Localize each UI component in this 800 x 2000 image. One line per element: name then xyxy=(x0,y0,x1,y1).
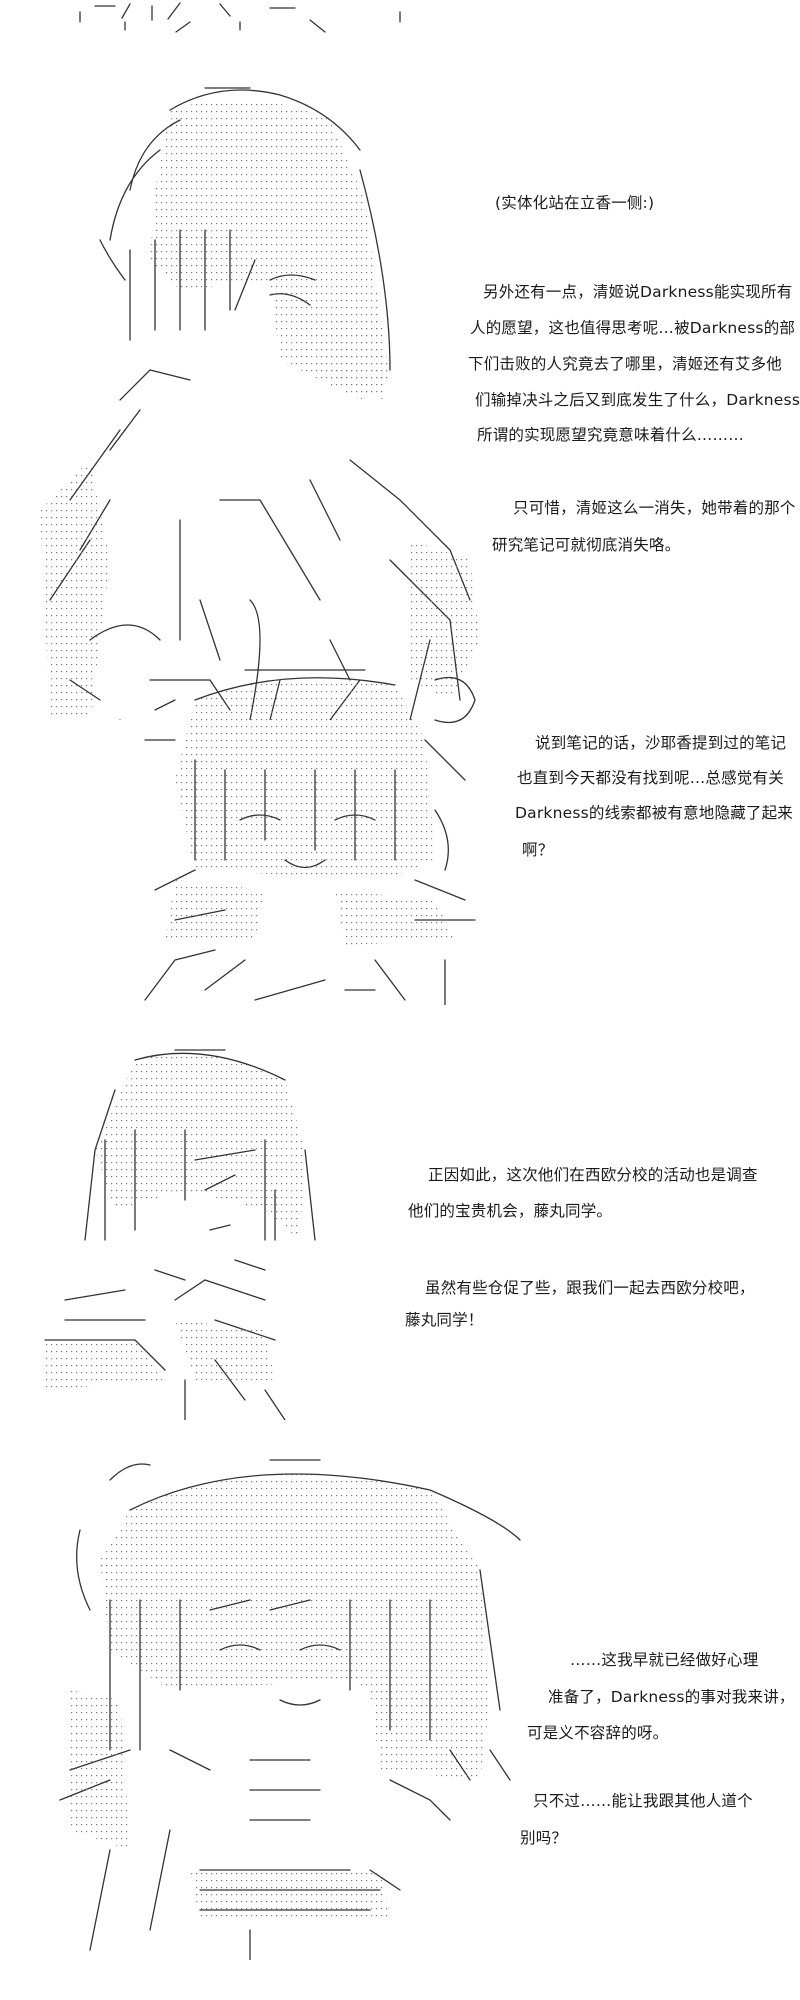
panel-2: 说到笔记的话，沙耶香提到过的笔记 也直到今天都没有找到呢…总感觉有关 Darkn… xyxy=(0,640,800,1020)
dialogue-line: 虽然有些仓促了些，跟我们一起去西欧分校吧， xyxy=(425,1279,755,1297)
dialogue-line: 他们的宝贵机会，藤丸同学。 xyxy=(408,1202,613,1220)
dialogue-line: 只不过……能让我跟其他人道个 xyxy=(533,1792,753,1810)
dialogue-line: 说到笔记的话，沙耶香提到过的笔记 xyxy=(535,734,787,752)
dialogue-line: 们输掉决斗之后又到底发生了什么，Darkness xyxy=(475,391,800,409)
panel-4: ……这我早就已经做好心理 准备了，Darkness的事对我来讲， 可是义不容辞的… xyxy=(0,1440,800,2000)
dialogue-line: 藤丸同学！ xyxy=(405,1311,484,1329)
dialogue-line: 正因如此，这次他们在西欧分校的活动也是调查 xyxy=(428,1166,758,1184)
dialogue-line: 可是义不容辞的呀。 xyxy=(527,1724,669,1742)
dialogue-line: 别吗？ xyxy=(520,1829,568,1847)
ascii-art-girl-fujimaru xyxy=(50,1450,560,1960)
dialogue-line: ……这我早就已经做好心理 xyxy=(570,1651,759,1669)
panel-3: 正因如此，这次他们在西欧分校的活动也是调查 他们的宝贵机会，藤丸同学。 虽然有些… xyxy=(0,1030,800,1430)
dialogue-line: 下们击败的人究竟去了哪里，清姬还有艾多他 xyxy=(468,355,783,373)
aside-text: (实体化站在立香一侧:) xyxy=(495,194,655,212)
dialogue-line: 啊？ xyxy=(522,841,554,859)
ascii-art-girl-kiyohime xyxy=(30,80,490,720)
ascii-art-girl-sayaka xyxy=(135,660,535,1005)
dialogue-line: 也直到今天都没有找到呢…总感觉有关 xyxy=(517,769,784,787)
dialogue-line: 另外还有一点，清姬说Darkness能实现所有 xyxy=(483,283,793,301)
dialogue-line: Darkness的线索都被有意地隐藏了起来 xyxy=(515,804,793,822)
dialogue-line: 人的愿望，这也值得思考呢…被Darkness的部 xyxy=(470,319,796,337)
dialogue-line: 所谓的实现愿望究竟意味着什么……… xyxy=(477,426,744,444)
ascii-art-girl-short-hair xyxy=(35,1040,355,1420)
dialogue-line: 准备了，Darkness的事对我来讲， xyxy=(548,1688,795,1706)
dialogue-line: 只可惜，清姬这么一消失，她带着的那个 xyxy=(513,499,796,517)
panel-1: (实体化站在立香一侧:) 另外还有一点，清姬说Darkness能实现所有 人的愿… xyxy=(0,0,800,780)
dialogue-line: 研究笔记可就彻底消失咯。 xyxy=(492,536,681,554)
ascii-art-fragment-top xyxy=(70,0,410,35)
